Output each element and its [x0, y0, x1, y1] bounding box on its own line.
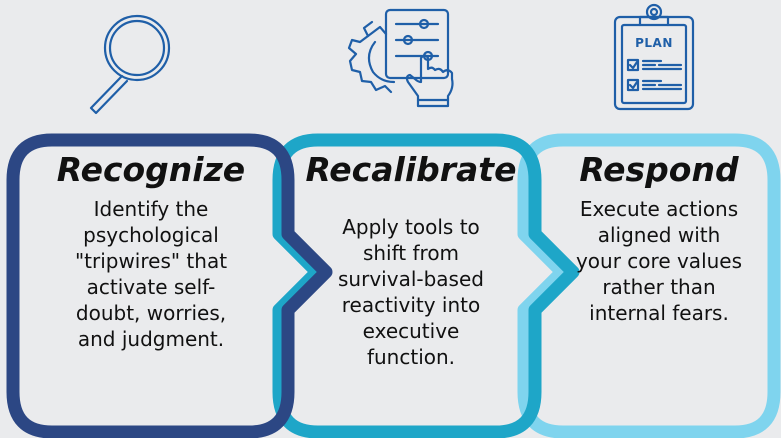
step-description-recognize: Identify the psychological "tripwires" t…: [74, 197, 228, 351]
step-title-recalibrate: Recalibrate: [305, 150, 517, 189]
step-description-recalibrate: Apply tools to shift from survival-based…: [338, 215, 484, 369]
plan-label: PLAN: [635, 36, 673, 50]
recognize-card-outline: [6, 133, 333, 438]
gear-settings-touch-icon: [347, 8, 454, 108]
step-title-respond: Respond: [579, 150, 739, 189]
respond-card-outline: [517, 133, 781, 438]
step-respond: Respond Execute actions aligned with you…: [550, 150, 768, 326]
magnifying-glass-icon: [89, 14, 171, 115]
step-recalibrate: Recalibrate Apply tools to shift from su…: [288, 150, 534, 370]
plan-clipboard-icon: [613, 3, 695, 111]
step-recognize: Recognize Identify the psychological "tr…: [20, 150, 282, 352]
step-description-respond: Execute actions aligned with your core v…: [575, 197, 743, 325]
step-title-recognize: Recognize: [56, 150, 246, 189]
recalibrate-card-outline: [272, 133, 580, 438]
